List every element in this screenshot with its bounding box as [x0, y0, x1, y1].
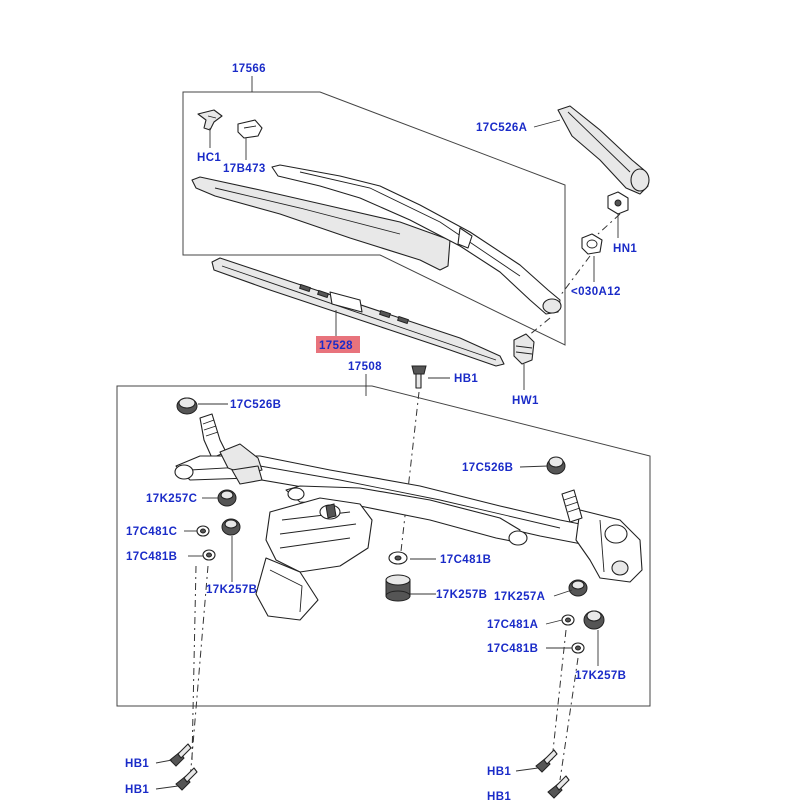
right-pivot-bracket	[575, 509, 643, 583]
hb1-screw-top	[411, 365, 427, 389]
drive-link-rod	[285, 485, 528, 546]
callout-17b473[interactable]: 17B473	[223, 163, 266, 175]
17c481b-washer-left	[202, 549, 216, 561]
17c526b-cap-right	[546, 456, 566, 475]
17c481b-washer-right	[571, 642, 585, 654]
callout-hb1-bottom-left-2[interactable]: HB1	[125, 784, 149, 796]
callout-17k257c[interactable]: 17K257C	[146, 493, 197, 505]
wiper-blade	[211, 257, 505, 367]
alignment-line-left	[189, 565, 209, 781]
callout-17k257b-mid[interactable]: 17K257B	[436, 589, 487, 601]
alignment-line-arm	[527, 213, 621, 337]
hn1-nut	[607, 191, 629, 215]
callout-17k257b-left[interactable]: 17K257B	[206, 584, 257, 596]
17c481b-washer-mid	[388, 551, 408, 565]
alignment-line-screw	[399, 391, 420, 561]
callout-17k257a[interactable]: 17K257A	[494, 591, 545, 603]
17k257b-grommet-right	[583, 610, 605, 630]
hb1-screw-bottom-left-2	[175, 767, 198, 791]
alignment-line-right	[551, 629, 579, 781]
callout-hb1-top[interactable]: HB1	[454, 373, 478, 385]
17c526b-cap-left	[176, 397, 198, 415]
callout-17c526b-right[interactable]: 17C526B	[462, 462, 513, 474]
hw1-bush	[513, 333, 535, 365]
17k257b-grommet-left	[221, 518, 241, 536]
17c481a-washer	[561, 614, 575, 626]
callout-030a12[interactable]: <030A12	[571, 286, 621, 298]
callout-17c481c[interactable]: 17C481C	[126, 526, 177, 538]
17k257b-grommet-mid	[385, 574, 411, 602]
17b473-clip	[237, 119, 263, 139]
callout-17k257b-right[interactable]: 17K257B	[575, 670, 626, 682]
callout-hc1[interactable]: HC1	[197, 152, 221, 164]
linkage-frame	[116, 385, 651, 707]
hc1-clip	[197, 109, 223, 131]
callout-17c481a[interactable]: 17C481A	[487, 619, 538, 631]
17c526a-cap	[557, 105, 650, 195]
callout-hb1-bottom-right-2[interactable]: HB1	[487, 791, 511, 800]
callout-hb1-bottom-left-1[interactable]: HB1	[125, 758, 149, 770]
17c481c-washer	[196, 525, 210, 537]
callout-hn1[interactable]: HN1	[613, 243, 637, 255]
callout-hw1[interactable]: HW1	[512, 395, 539, 407]
leader-lines	[155, 76, 619, 790]
callout-17566[interactable]: 17566	[232, 63, 266, 75]
callout-hb1-bottom-right-1[interactable]: HB1	[487, 766, 511, 778]
callout-17528[interactable]: 17528	[319, 340, 353, 352]
callout-17c526b-left[interactable]: 17C526B	[230, 399, 281, 411]
callout-17508[interactable]: 17508	[348, 361, 382, 373]
arm-assembly-frame	[182, 91, 566, 346]
hb1-screw-bottom-right-1	[535, 749, 558, 773]
wiper-motor	[255, 497, 373, 621]
hb1-screw-bottom-left-1	[169, 743, 192, 767]
wiper-arm	[271, 164, 562, 315]
callout-17c481b-mid[interactable]: 17C481B	[440, 554, 491, 566]
right-spindle	[561, 489, 583, 523]
17k257c-grommet	[217, 489, 237, 507]
callout-17c526a[interactable]: 17C526A	[476, 122, 527, 134]
callout-17c481b-left[interactable]: 17C481B	[126, 551, 177, 563]
wiper-arm-cover	[191, 176, 451, 271]
hb1-screw-bottom-right-2	[547, 775, 570, 799]
callout-17c481b-right[interactable]: 17C481B	[487, 643, 538, 655]
030a12-washer	[581, 233, 603, 255]
17k257a-grommet	[568, 579, 588, 597]
highlight-17528	[316, 336, 360, 353]
